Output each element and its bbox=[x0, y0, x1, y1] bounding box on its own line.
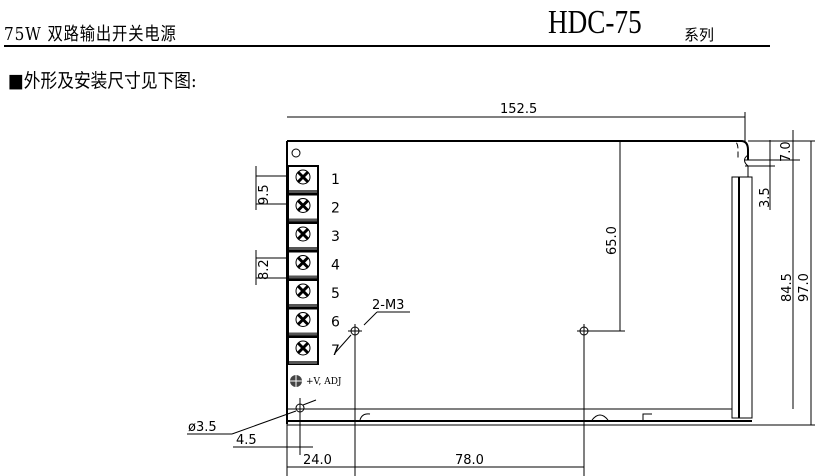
terminal-number: 1 bbox=[331, 172, 340, 188]
terminal-block: 1 2 3 4 5 6 7 bbox=[287, 165, 340, 365]
terminal-number: 3 bbox=[331, 229, 340, 245]
section-heading: ■外形及安装尺寸见下图: bbox=[8, 70, 197, 92]
side-rail bbox=[731, 154, 753, 419]
dim-left-to-hole: 24.0 bbox=[303, 453, 332, 468]
dim-terminal-pitch-a: 9.5 bbox=[257, 184, 272, 205]
dim-hole-spacing: 78.0 bbox=[455, 453, 484, 468]
header-rule bbox=[4, 45, 770, 47]
dim-mount-holes: 2-M3 bbox=[372, 298, 404, 313]
series-label: 系列 bbox=[684, 26, 715, 44]
dim-edge-offset: 4.5 bbox=[236, 433, 257, 448]
dim-slot-width: 3.5 bbox=[758, 187, 773, 208]
model-name: HDC-75 bbox=[548, 4, 642, 41]
terminal: 6 bbox=[287, 307, 340, 337]
terminal: 7 bbox=[287, 336, 340, 365]
dim-hole-depth: 65.0 bbox=[605, 226, 620, 255]
terminal-number: 6 bbox=[331, 315, 340, 331]
terminal-number: 4 bbox=[331, 258, 340, 274]
adj-potentiometer-icon bbox=[290, 375, 302, 387]
mount-holes bbox=[295, 324, 625, 476]
adj-label: +V, ADJ bbox=[306, 377, 342, 387]
chassis-outline bbox=[286, 140, 752, 426]
terminal: 1 bbox=[287, 165, 340, 194]
dim-height-total: 97.0 bbox=[797, 273, 812, 302]
product-title: 75W 双路输出开关电源 bbox=[4, 24, 177, 45]
terminal-number: 7 bbox=[331, 343, 340, 359]
dim-terminal-pitch-b: 8.2 bbox=[257, 259, 272, 280]
dim-width-total: 152.5 bbox=[500, 102, 537, 117]
dim-top-slot: 7.0 bbox=[779, 141, 794, 162]
terminal: 3 bbox=[287, 222, 340, 251]
dim-hole-diameter: ø3.5 bbox=[188, 420, 217, 435]
terminal: 5 bbox=[287, 279, 340, 308]
terminal-number: 2 bbox=[331, 201, 340, 217]
terminal-number: 5 bbox=[331, 286, 340, 302]
terminal: 4 bbox=[287, 250, 340, 280]
dim-inner-height: 84.5 bbox=[780, 273, 795, 302]
terminal: 2 bbox=[287, 193, 340, 223]
